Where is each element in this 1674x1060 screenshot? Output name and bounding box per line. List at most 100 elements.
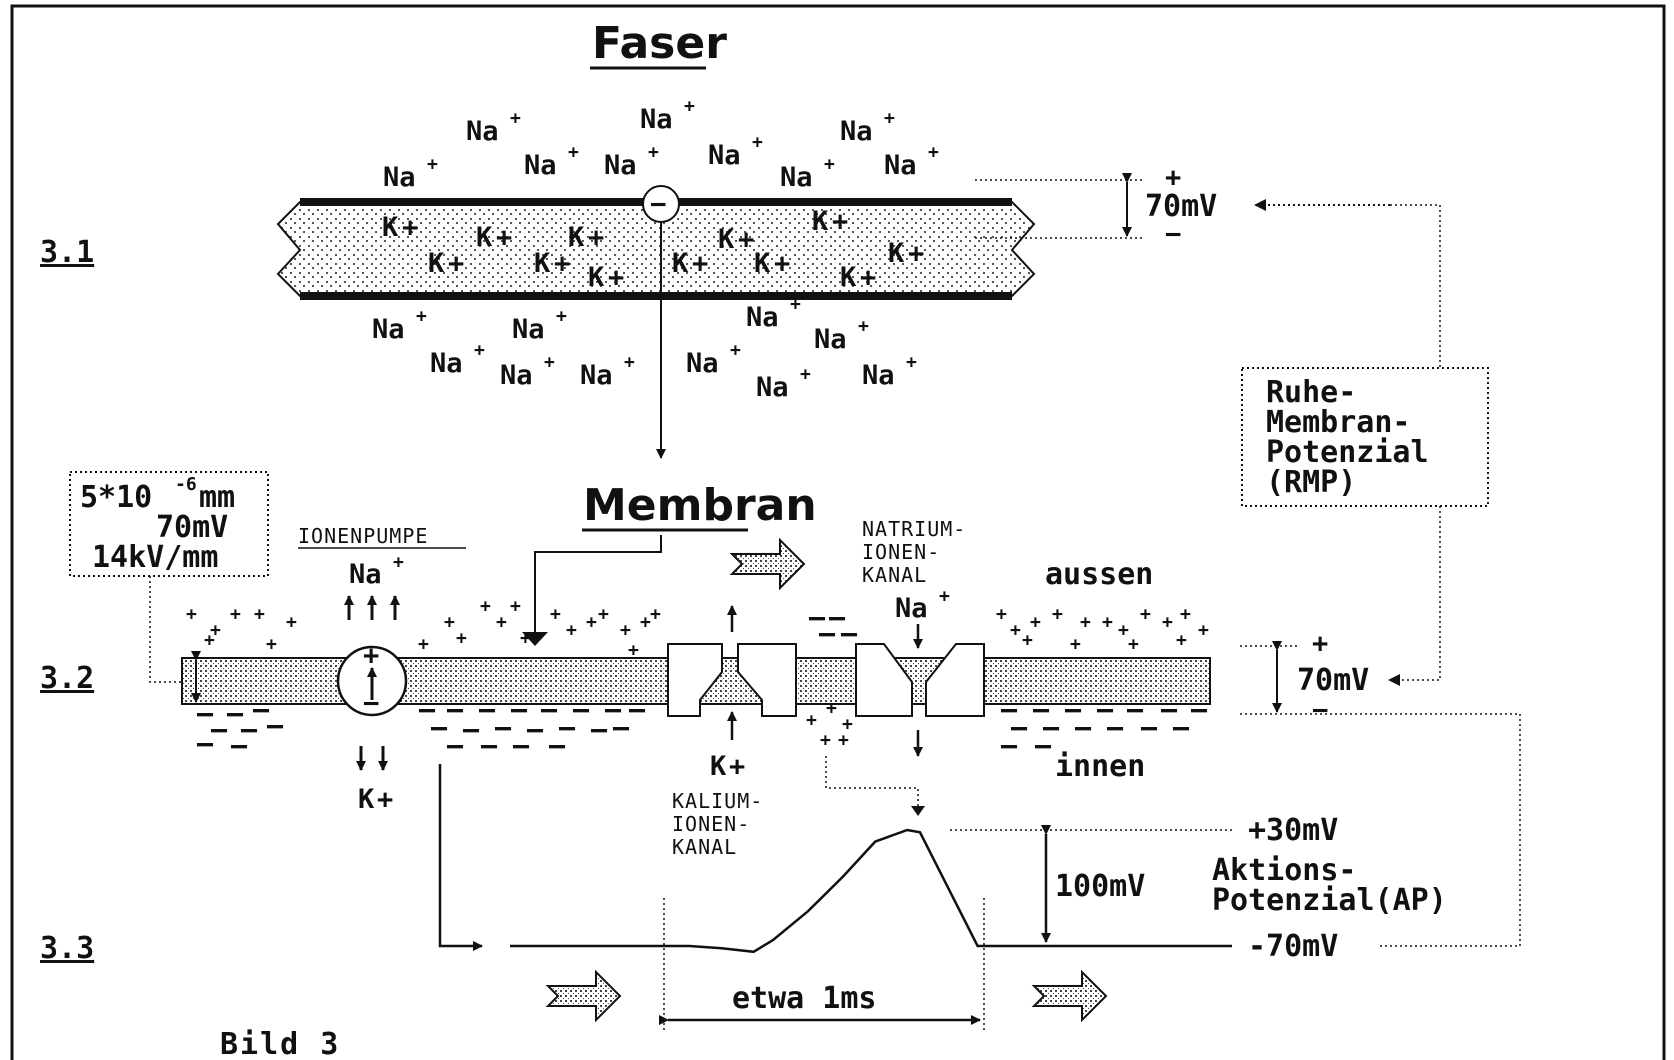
membrane-plus-charge: + <box>510 596 521 617</box>
pump-na-label: Na <box>349 559 382 590</box>
sodium-channel-right <box>926 644 984 716</box>
membrane-plus-charge: + <box>456 628 467 649</box>
pump-up-arrows <box>349 596 395 620</box>
membrane-minus-charge: − <box>1000 729 1018 764</box>
section-label-3-1: 3.1 <box>40 235 94 270</box>
fiber-na-plus: + <box>648 142 659 163</box>
fiber-k-ion: K <box>754 248 771 279</box>
action-potential-chart: 100mV +30mV -70mV Aktions- Potenzial(AP)… <box>510 813 1520 1030</box>
spec-exponent: -6 <box>175 474 197 495</box>
membrane-plus-charge: + <box>230 604 241 625</box>
fiber-k-plus: + <box>860 262 876 293</box>
fiber-na-ion: Na <box>383 162 416 193</box>
fiber-na-ion: Na <box>512 314 545 345</box>
fiber-na-ion: Na <box>756 372 789 403</box>
membrane-plus-charge: + <box>204 630 215 651</box>
fiber-na-plus: + <box>510 108 521 129</box>
fiber-k-ion: K <box>428 248 445 279</box>
ap-amplitude-label: 100mV <box>1055 869 1145 904</box>
duration-label: etwa 1ms <box>732 981 877 1016</box>
membrane-minus-charge: − <box>1172 711 1190 746</box>
membrane-plus-charge: + <box>1140 604 1151 625</box>
na-channel-ion: Na <box>895 593 928 624</box>
membrane-minus-charge: − <box>1106 711 1124 746</box>
membrane-plus-charge: + <box>480 596 491 617</box>
aussen-label: aussen <box>1045 557 1153 592</box>
fiber-na-plus: + <box>730 340 741 361</box>
kalium-label-2: IONEN- <box>672 812 750 836</box>
membrane-plus-charge: + <box>628 640 639 661</box>
membrane-plus-charge: + <box>1128 634 1139 655</box>
membrane-minus-charge: − <box>548 729 566 764</box>
fiber-na-plus: + <box>474 340 485 361</box>
fiber-k-ion: K <box>812 206 829 237</box>
fiber-na-ion: Na <box>500 360 533 391</box>
title: Faser <box>592 18 727 69</box>
fiber-k-plus: + <box>496 222 512 253</box>
membrane-minus-charge: − <box>196 727 214 762</box>
propagation-arrow-3 <box>1034 972 1106 1020</box>
fiber-k-plus: + <box>738 224 754 255</box>
propagation-arrow-2 <box>548 972 620 1020</box>
membrane-plus-charge: + <box>826 698 837 719</box>
fiber-k-plus: + <box>832 206 848 237</box>
spec-line-3: 14kV/mm <box>92 540 218 575</box>
membrane-plus-charge: + <box>806 710 817 731</box>
fiber-na-ion: Na <box>640 104 673 135</box>
membrane-plus-charge: + <box>1198 620 1209 641</box>
fiber-na-plus: + <box>858 316 869 337</box>
natrium-label-3: KANAL <box>862 563 927 587</box>
pump-down-arrows <box>361 746 383 770</box>
fiber-k-plus: + <box>448 248 464 279</box>
rmp-line-4: (RMP) <box>1266 465 1356 500</box>
pump-k-label: K <box>358 784 375 815</box>
kalium-label-1: KALIUM- <box>672 789 763 813</box>
fiber-k-ion: K <box>840 262 857 293</box>
membrane-minus-charge: − <box>840 617 858 652</box>
kalium-label-3: KANAL <box>672 835 737 859</box>
fiber-k-plus: + <box>608 262 624 293</box>
section-label-3-3: 3.3 <box>40 931 94 966</box>
membrane-minus-charge: − <box>230 729 248 764</box>
membrane-minus-charge: − <box>266 709 284 744</box>
rmp-box: Ruhe- Membran- Potenzial (RMP) <box>1242 368 1488 686</box>
membrane-plus-charge: + <box>586 612 597 633</box>
membrane-plus-charge: + <box>1070 634 1081 655</box>
membrane-plus-charge: + <box>266 634 277 655</box>
fiber-voltage-annotation: + − 70mV <box>975 162 1440 368</box>
ionenpumpe-label: IONENPUMPE <box>298 524 428 548</box>
membrane-minus-charge: − <box>462 713 480 748</box>
membrane-plus-charge: + <box>550 604 561 625</box>
magnifier-minus: − <box>650 189 666 220</box>
fiber-na-plus: + <box>906 352 917 373</box>
fiber-na-ion: Na <box>524 150 557 181</box>
membrane-plus-charge: + <box>996 604 1007 625</box>
fiber-na-ion: Na <box>840 116 873 147</box>
spec-line-1: 5*10 <box>80 480 152 515</box>
membrane-minus-charge: − <box>1190 693 1208 728</box>
k-channel-ion-sup: + <box>729 751 745 782</box>
fiber-k-ion: K <box>588 262 605 293</box>
membrane-title: Membran <box>583 480 817 531</box>
membrane-plus-charge: + <box>520 628 531 649</box>
spec-box: 5*10 -6 mm 70mV 14kV/mm <box>70 472 268 682</box>
fiber-na-ion: Na <box>686 348 719 379</box>
membrane-plus-charge: + <box>1176 630 1187 651</box>
fiber-k-plus: + <box>554 248 570 279</box>
fiber-k-plus: + <box>402 212 418 243</box>
section-label-3-2: 3.2 <box>40 661 94 696</box>
membrane-plus-charge: + <box>566 620 577 641</box>
fiber-na-plus: + <box>427 154 438 175</box>
fiber-k-ion: K <box>888 238 905 269</box>
natrium-label-1: NATRIUM- <box>862 517 966 541</box>
fiber-k-ion: K <box>476 222 493 253</box>
natrium-label-2: IONEN- <box>862 540 940 564</box>
figure-label: Bild 3 <box>220 1027 340 1060</box>
fiber-na-plus: + <box>544 352 555 373</box>
pump-plus: + <box>363 640 379 671</box>
sodium-channel-left <box>856 644 912 716</box>
membrane-minus-charge: − <box>628 693 646 728</box>
membrane-plus-charge: + <box>496 612 507 633</box>
fiber-k-ion: K <box>672 248 689 279</box>
